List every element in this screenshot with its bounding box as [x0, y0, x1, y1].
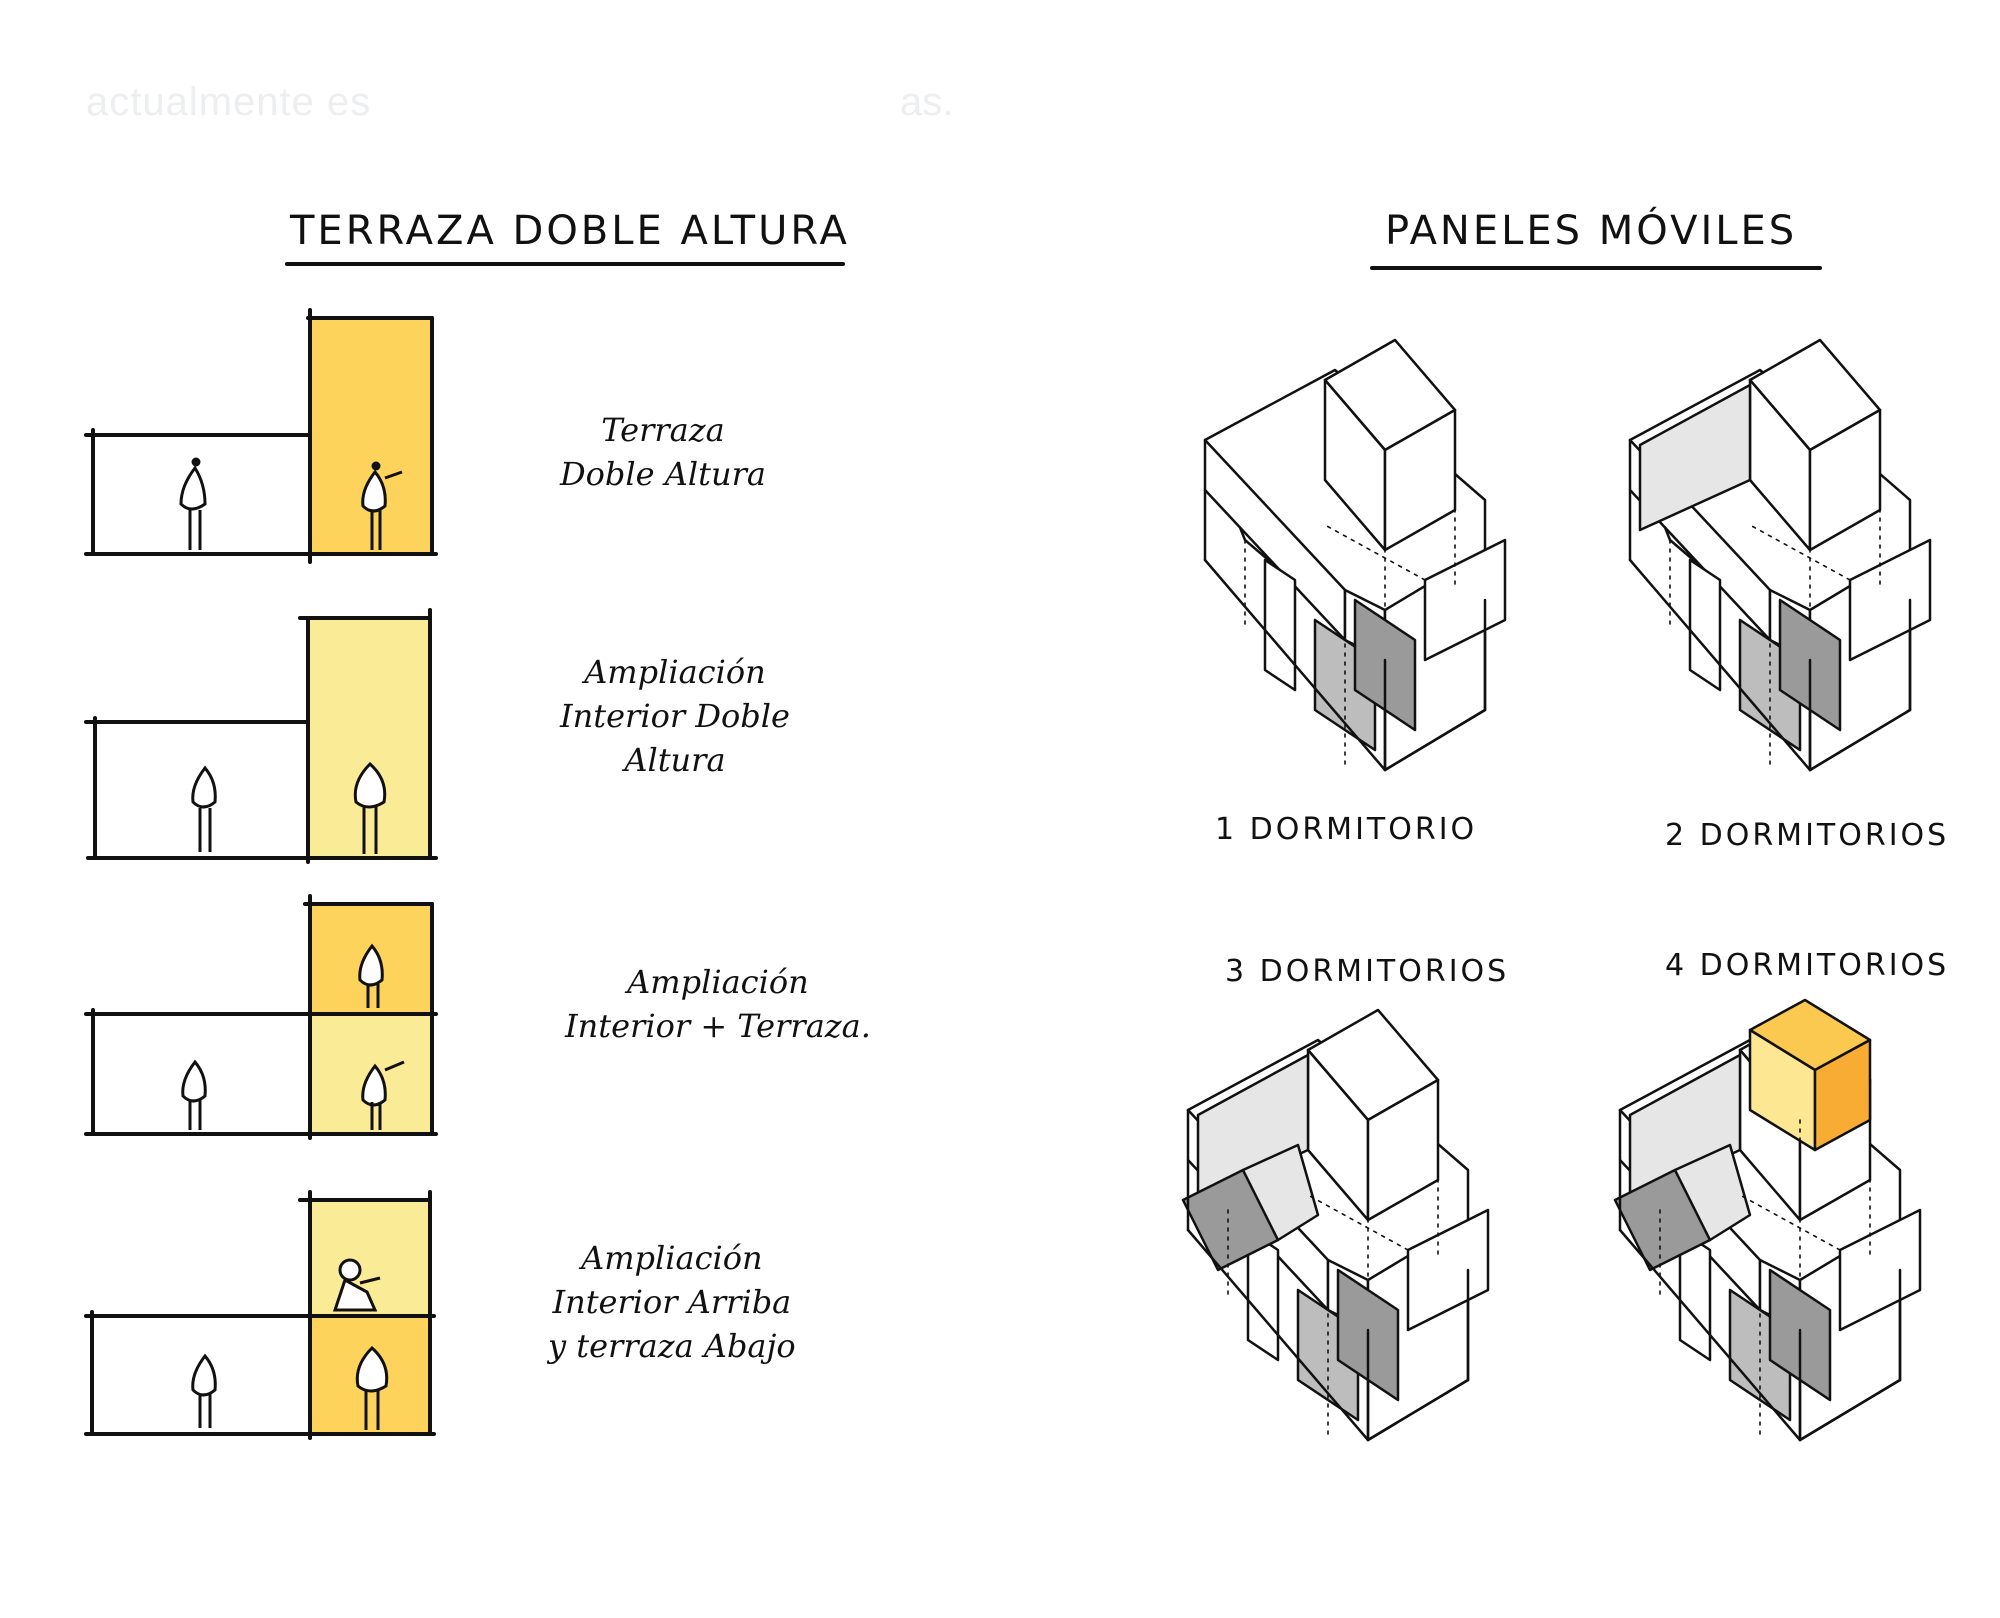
- label-line: Interior Doble: [560, 697, 790, 735]
- bottom-edge: [1383, 708, 1487, 772]
- right-title-underline: [1370, 266, 1822, 270]
- iso-label-3: 3 DORMITORIOS: [1225, 954, 1510, 989]
- left-panel-title: TERRAZA DOBLE ALTURA: [290, 208, 850, 254]
- right-panel-title: PANELES MÓVILES: [1385, 208, 1798, 254]
- hidden-edge: [1739, 1194, 1841, 1251]
- iso-label-2: 2 DORMITORIOS: [1665, 818, 1950, 853]
- faded-header-right: as.: [900, 80, 954, 124]
- interior-fill-double: [310, 618, 430, 858]
- iso-diagram-1-dormitorio: [1203, 338, 1507, 772]
- iso-diagram-2-dormitorios: [1628, 338, 1932, 772]
- label-line: Ampliación: [627, 963, 809, 1001]
- partition-wall: [1688, 558, 1722, 692]
- person-figure: [191, 765, 217, 852]
- section-diagram-2: [84, 608, 438, 864]
- iso-label-4: 4 DORMITORIOS: [1665, 948, 1950, 983]
- section-diagram-4: [84, 1190, 436, 1440]
- movable-panel: [1638, 383, 1752, 532]
- movable-panel: [1196, 1053, 1310, 1202]
- person-figure: [358, 943, 384, 1008]
- iso-diagram-4-dormitorios: [1613, 998, 1922, 1442]
- person-figure-waving: [361, 1060, 405, 1130]
- label-line: Ampliación: [581, 1239, 763, 1277]
- iso-diagram-3-dormitorios: [1181, 1008, 1490, 1442]
- section-label-3: Ampliación Interior + Terraza.: [565, 960, 871, 1048]
- accent-panel-right: [1813, 1038, 1872, 1152]
- bottom-edge: [1203, 558, 1387, 772]
- hidden-edge: [1749, 524, 1851, 581]
- section-diagram-1: [84, 308, 438, 564]
- person-figure: [355, 1345, 389, 1430]
- bottom-edge: [1808, 708, 1912, 772]
- left-title-underline: [285, 262, 845, 266]
- section-label-2: Ampliación Interior Doble Altura: [560, 650, 790, 782]
- label-line: Ampliación: [584, 653, 766, 691]
- section-label-1: Terraza Doble Altura: [560, 408, 766, 496]
- movable-panel: [1241, 1143, 1320, 1242]
- bottom-edge: [1366, 1378, 1470, 1442]
- label-line: Doble Altura: [560, 455, 766, 493]
- person-figure: [191, 1353, 217, 1428]
- bottom-edge: [1186, 1228, 1370, 1442]
- hidden-edge: [1307, 1194, 1409, 1251]
- movable-panel: [1673, 1143, 1752, 1242]
- label-line: Terraza: [601, 411, 725, 449]
- bottom-edge: [1798, 1378, 1902, 1442]
- bottom-edge: [1618, 1228, 1802, 1442]
- person-figure: [179, 457, 207, 550]
- section-label-4: Ampliación Interior Arriba y terraza Aba…: [548, 1236, 796, 1368]
- label-line: y terraza Abajo: [548, 1327, 796, 1365]
- seated-person-figure: [332, 1258, 381, 1312]
- label-line: Interior + Terraza.: [565, 1007, 871, 1045]
- movable-panel: [1628, 1053, 1742, 1202]
- person-figure: [353, 761, 387, 854]
- bottom-edge: [1628, 558, 1812, 772]
- iso-label-1: 1 DORMITORIO: [1215, 812, 1478, 847]
- person-figure-waving: [361, 461, 403, 550]
- section-diagram-3: [84, 894, 438, 1140]
- label-line: Interior Arriba: [552, 1283, 792, 1321]
- partition-wall: [1263, 558, 1297, 692]
- label-line: Altura: [624, 741, 726, 779]
- person-figure: [181, 1059, 207, 1130]
- hidden-edge: [1324, 524, 1426, 581]
- faded-header-left: actualmente es: [86, 80, 372, 124]
